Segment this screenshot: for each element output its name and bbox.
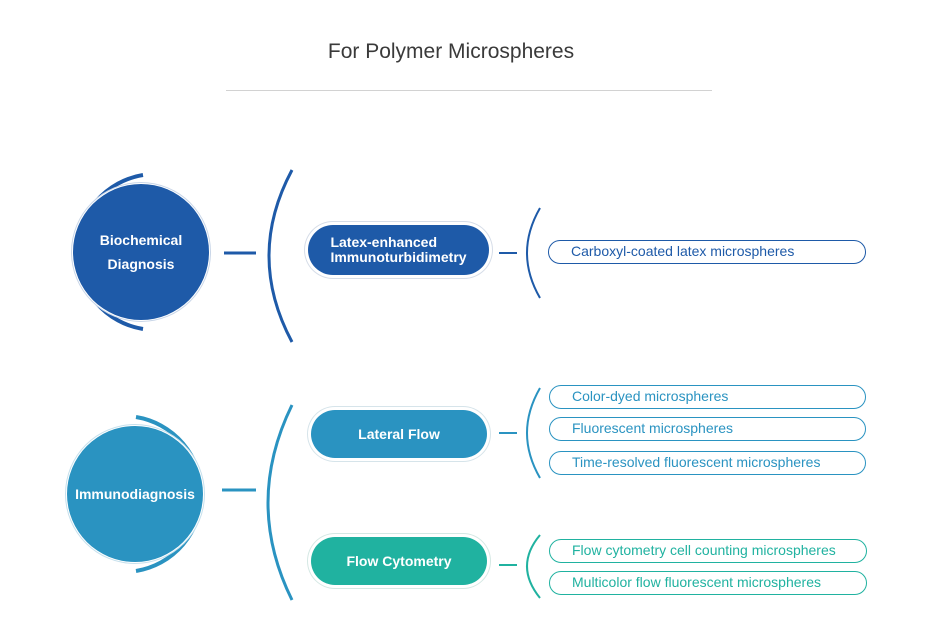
biochemical-diagnosis-node: Biochemical Diagnosis [73, 184, 209, 320]
lateral-flow-node: Lateral Flow [311, 410, 487, 458]
lateral-flow-label: Lateral Flow [358, 425, 440, 442]
product-time-resolved: Time-resolved fluorescent microspheres [549, 451, 866, 475]
biochemical-bracket [267, 169, 294, 343]
flow-cytometry-label: Flow Cytometry [346, 552, 452, 569]
immunodiagnosis-label: Immunodiagnosis [75, 486, 195, 502]
product-color-dyed: Color-dyed microspheres [549, 385, 866, 409]
latex-bracket [526, 207, 541, 299]
diagram-title: For Polymer Microspheres [327, 40, 575, 63]
biochemical-diagnosis-label: Biochemical Diagnosis [99, 232, 183, 272]
flow-cytometry-bracket [526, 534, 541, 599]
product-fluorescent: Fluorescent microspheres [549, 417, 866, 441]
immunodiagnosis-node: Immunodiagnosis [67, 426, 203, 562]
immunodiagnosis-bracket [266, 404, 294, 601]
latex-immunoturbidimetry-node: Latex-enhanced Immunoturbidimetry [308, 225, 489, 275]
latex-immunoturbidimetry-label: Latex-enhanced Immunoturbidimetry [330, 234, 467, 265]
flow-cytometry-node: Flow Cytometry [311, 537, 487, 585]
product-carboxyl-latex: Carboxyl-coated latex microspheres [548, 240, 866, 264]
product-cell-counting: Flow cytometry cell counting microsphere… [549, 539, 867, 563]
title-divider [226, 90, 712, 91]
product-multicolor: Multicolor flow fluorescent microspheres [549, 571, 867, 595]
lateral-flow-bracket [526, 387, 541, 479]
